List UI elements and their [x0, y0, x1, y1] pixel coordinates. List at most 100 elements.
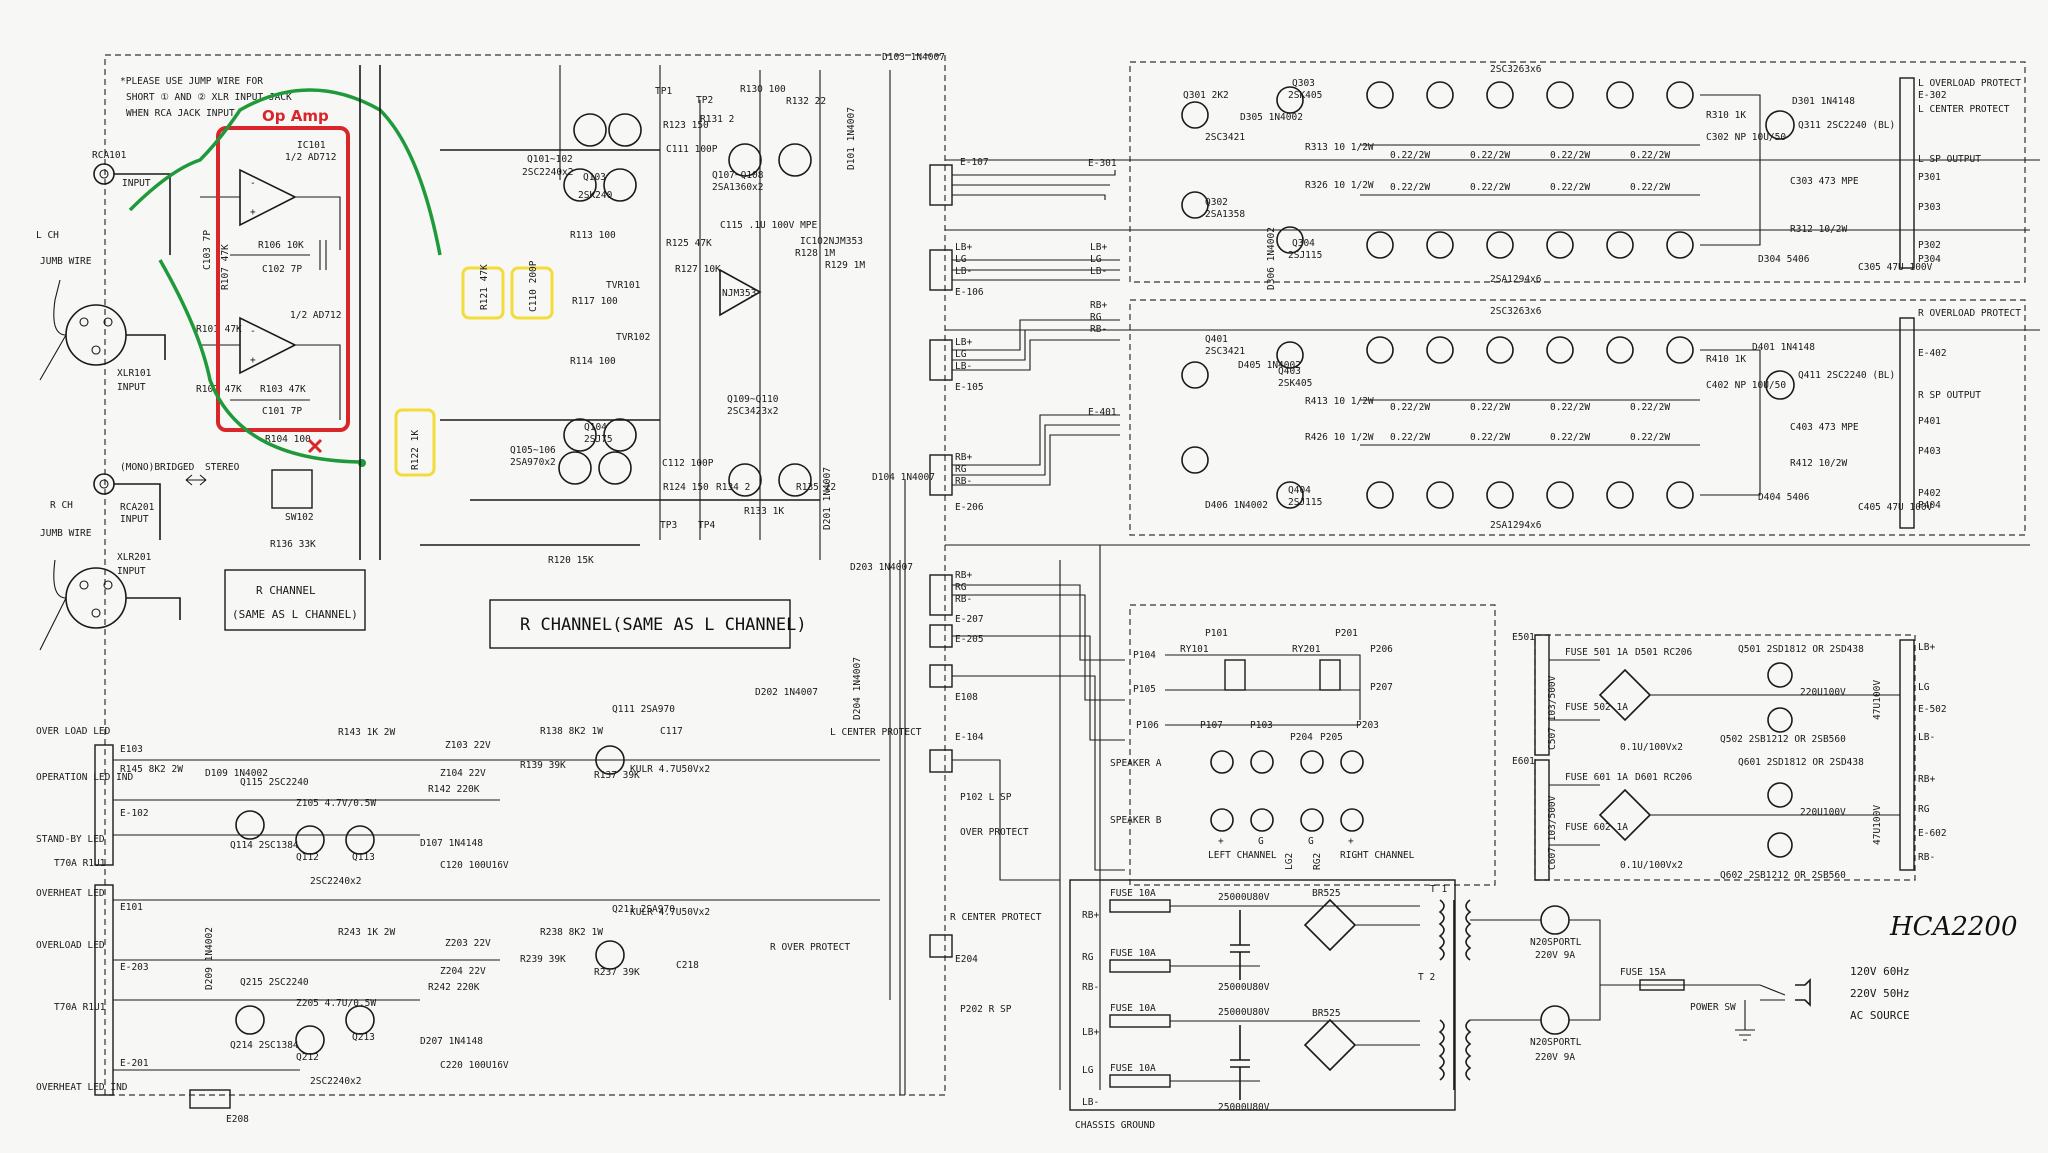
- r134-label: R134 2: [716, 482, 750, 493]
- svg-text:-: -: [250, 326, 256, 337]
- r312-label: R312 10/2W: [1790, 224, 1847, 235]
- r313-label: R313 10 1/2W: [1305, 142, 1374, 153]
- n20-rating-1: 220V 9A: [1535, 950, 1575, 961]
- g-right: G: [1308, 836, 1314, 847]
- rg-reg: RG: [1918, 804, 1930, 815]
- p207-label: P207: [1370, 682, 1393, 693]
- q105-type: 2SA970x2: [510, 457, 556, 468]
- r242-label: R242 220K: [428, 982, 480, 993]
- q103-label: Q103: [583, 172, 606, 183]
- kulr-label-2: KULR 4.7U50Vx2: [630, 907, 710, 918]
- br525-label-1: BR525: [1312, 888, 1341, 899]
- p303-label: P303: [1918, 202, 1941, 213]
- r139-label: R139 39K: [520, 760, 566, 771]
- connector-e105: [929, 339, 953, 381]
- e101-label: E101: [120, 902, 143, 913]
- cap-220-label-2: 220U100V: [1800, 807, 1846, 818]
- q107-type: 2SA1360x2: [712, 182, 763, 193]
- r120-label: R120 15K: [548, 555, 594, 566]
- p204-label: P204: [1290, 732, 1313, 743]
- r137-label: R137 39K: [594, 770, 640, 781]
- c111-label: C111 100P: [666, 144, 718, 155]
- q111-label: Q111 2SA970: [612, 704, 675, 715]
- rg-ps: RG: [1082, 952, 1094, 963]
- q404-label: Q404: [1288, 485, 1311, 496]
- q101-symbol: [573, 113, 607, 147]
- t70a-label-1: T70A R1U1: [54, 858, 106, 869]
- cap-01-label-2: 0.1U/100Vx2: [1620, 860, 1683, 871]
- r135-label: R135 22: [796, 482, 836, 493]
- d204-label: D204 1N4007: [852, 657, 863, 720]
- source-line-1: 120V 60Hz: [1850, 965, 1910, 978]
- c305-label: C305 47U 100V: [1858, 262, 1933, 273]
- q102-symbol: [608, 113, 642, 147]
- left-output-board: [1129, 61, 2026, 283]
- q107-symbol: [728, 143, 762, 177]
- q311-label: Q311 2SC2240 (BL): [1798, 120, 1895, 131]
- e501-label: E501: [1512, 632, 1535, 643]
- q502-label: Q502 2SB1212 OR 2SB560: [1720, 734, 1846, 745]
- q114-label: Q114 2SC1384: [230, 840, 299, 851]
- ground-icon: [1735, 1000, 1755, 1041]
- emitter-res-6: 0.22/2W: [1470, 182, 1510, 193]
- r130-label: R130 100: [740, 84, 786, 95]
- q109-symbol: [728, 463, 762, 497]
- fuse-10a-1: FUSE 10A: [1110, 888, 1156, 899]
- xlr101-jack: [65, 304, 127, 366]
- e104-label: E-104: [955, 732, 984, 743]
- l-ch-label: L CH: [36, 230, 59, 241]
- r238-label: R238 8K2 1W: [540, 927, 603, 938]
- opamp-highlight-box: [216, 126, 350, 432]
- q212-label: Q212: [296, 1052, 319, 1063]
- p105-label: P105: [1133, 684, 1156, 695]
- tp4-label: TP4: [698, 520, 715, 531]
- rb-plus-label-1: RB+: [955, 452, 972, 463]
- rb-minus-label-2: RB-: [955, 594, 972, 605]
- t2-label: T 2: [1418, 972, 1435, 983]
- c112-label: C112 100P: [662, 458, 714, 469]
- e208-connector: [189, 1089, 231, 1109]
- r129-label: R129 1M: [825, 260, 865, 271]
- q104-label: Q104: [584, 422, 607, 433]
- q401-type: 2SC3421: [1205, 346, 1245, 357]
- protect-transistors: [235, 745, 625, 1055]
- e207-label: E-207: [955, 614, 984, 625]
- rca101-label: RCA101: [92, 150, 127, 161]
- fuse-10a-2: FUSE 10A: [1110, 948, 1156, 959]
- r131-label: R131 2: [700, 114, 734, 125]
- q105-symbol: [558, 451, 592, 485]
- l-sp-output-label: L SP OUTPUT: [1918, 154, 1981, 165]
- connector-e205: [929, 624, 953, 648]
- source-line-2: 220V 50Hz: [1850, 987, 1910, 1000]
- fuse-15a: [1639, 979, 1685, 991]
- emitter-res-3: 0.22/2W: [1550, 150, 1590, 161]
- r239-label: R239 39K: [520, 954, 566, 965]
- emitter-res-11: 0.22/2W: [1550, 402, 1590, 413]
- q302-label: Q302: [1205, 197, 1228, 208]
- e205-label: E-205: [955, 634, 984, 645]
- d203-label: D203 1N4007: [850, 562, 913, 573]
- right-output-transistors: [1181, 336, 1694, 509]
- tp1-label: TP1: [655, 86, 672, 97]
- rb-plus-e401: RB+: [1090, 300, 1107, 311]
- xlr201-input-label: INPUT: [117, 566, 146, 577]
- tvr101-label: TVR101: [606, 280, 641, 291]
- p201-label: P201: [1335, 628, 1358, 639]
- q107-label: Q107~Q108: [712, 170, 764, 181]
- r138-label: R138 8K2 1W: [540, 726, 603, 737]
- z105-label: Z105 4.7V/0.5W: [296, 798, 376, 809]
- e402-label: E-402: [1918, 348, 1947, 359]
- c403-label: C403 473 MPE: [1790, 422, 1859, 433]
- top-pnp-label: 2SA1294x6: [1490, 274, 1542, 285]
- led-connector-lower: [94, 884, 114, 1096]
- rb-minus-label-1: RB-: [955, 476, 972, 487]
- svg-text:+: +: [250, 355, 256, 366]
- br525-label-2: BR525: [1312, 1008, 1341, 1019]
- relay-201-coil: [1319, 659, 1341, 691]
- e501-connector: [1534, 634, 1550, 756]
- e301-label: E-301: [1088, 158, 1117, 169]
- ry101-label: RY101: [1180, 644, 1209, 655]
- n20-thermistor-1: [1540, 905, 1570, 935]
- c102-label: C102 7P: [262, 264, 302, 275]
